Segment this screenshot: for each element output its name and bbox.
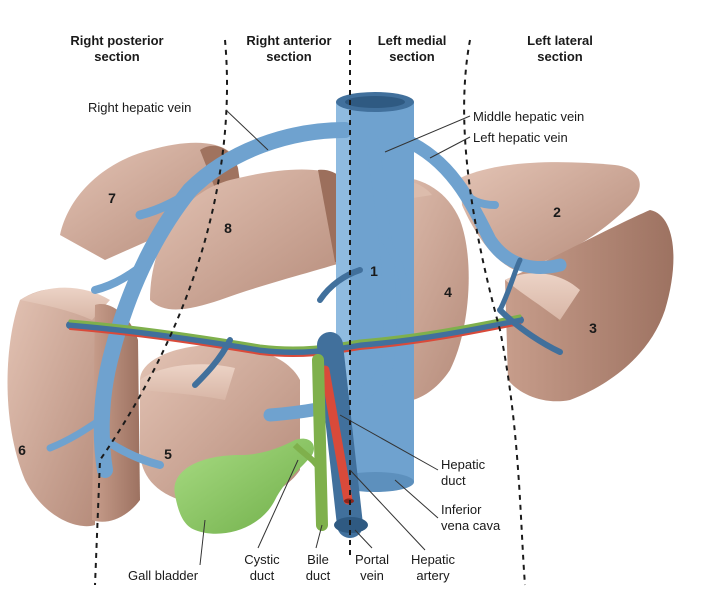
section-subtitle-right-anterior: section [266,49,312,64]
section-title-left-lateral: Left lateral [527,33,593,48]
label-bile-duct-line1: Bile [307,552,329,567]
label-ivc-line2: vena cava [441,518,501,533]
segment-4-label: 4 [444,284,452,300]
label-ivc-line1: Inferior [441,502,482,517]
label-right-hepatic-vein: Right hepatic vein [88,100,191,115]
segment-1-label: 1 [370,263,378,279]
label-cystic-duct-line2: duct [250,568,275,583]
label-portal-vein-line2: vein [360,568,384,583]
section-title-left-medial: Left medial [378,33,447,48]
section-subtitle-right-posterior: section [94,49,140,64]
section-subtitle-left-medial: section [389,49,435,64]
segment-5-label: 5 [164,446,172,462]
section-title-right-anterior: Right anterior [246,33,331,48]
label-hepatic-artery-line2: artery [416,568,450,583]
segment-8-label: 8 [224,220,232,236]
label-bile-duct-line2: duct [306,568,331,583]
label-portal-vein-line1: Portal [355,552,389,567]
pointer-lines [199,109,471,566]
label-gall-bladder: Gall bladder [128,568,199,583]
hilar-vessels [312,332,368,538]
segment-2-label: 2 [553,204,561,220]
segment-7-label: 7 [108,190,116,206]
label-middle-hepatic-vein: Middle hepatic vein [473,109,584,124]
segment-6-label: 6 [18,442,26,458]
label-cystic-duct-line1: Cystic [244,552,280,567]
section-title-right-posterior: Right posterior [70,33,163,48]
section-subtitle-left-lateral: section [537,49,583,64]
section-dividers [94,39,526,586]
gall-bladder-shape [174,438,323,534]
structure-labels: Right hepatic vein Middle hepatic vein L… [88,100,584,583]
label-left-hepatic-vein: Left hepatic vein [473,130,568,145]
section-headings: Right posterior section Right anterior s… [70,33,592,64]
segment-3-label: 3 [589,320,597,336]
label-hepatic-duct-line2: duct [441,473,466,488]
label-hepatic-artery-line1: Hepatic [411,552,456,567]
portal-triad [66,257,563,388]
label-hepatic-duct-line1: Hepatic [441,457,486,472]
segment-numbers: 1 2 3 4 5 6 7 8 [18,190,597,462]
